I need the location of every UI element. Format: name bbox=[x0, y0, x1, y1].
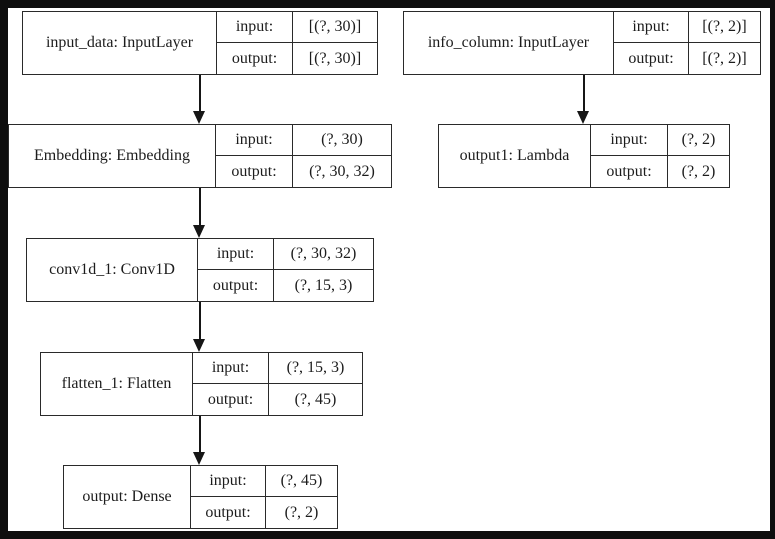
edge-arrowhead bbox=[193, 225, 205, 238]
io-value-input: (?, 15, 3) bbox=[269, 353, 362, 384]
io-value-output: [(?, 30)] bbox=[308, 49, 362, 67]
edge-line bbox=[198, 302, 201, 342]
edge-info-column-to-output1 bbox=[577, 75, 590, 124]
io-key-input: input: bbox=[591, 125, 668, 156]
layer-name: output1: Lambda bbox=[439, 125, 591, 187]
io-value-input: [(?, 30)] bbox=[293, 12, 377, 43]
io-value-input: (?, 2) bbox=[668, 125, 729, 156]
layer-name: output: Dense bbox=[64, 466, 191, 528]
layer-node-conv1d-1: conv1d_1: Conv1D input: (?, 30, 32) outp… bbox=[26, 238, 374, 302]
io-key-input: input: bbox=[216, 125, 293, 156]
edge-arrowhead bbox=[193, 452, 205, 465]
io-value-output: (?, 2) bbox=[284, 503, 319, 521]
io-value-input: (?, 30, 32) bbox=[274, 239, 373, 270]
layer-name: input_data: InputLayer bbox=[23, 12, 217, 74]
io-value-output: (?, 15, 3) bbox=[294, 276, 353, 294]
io-key-input: input: bbox=[217, 12, 293, 43]
edge-flatten-1-to-output bbox=[193, 416, 206, 465]
io-value-input: (?, 45) bbox=[266, 466, 337, 497]
layer-node-output1-lambda: output1: Lambda input: (?, 2) output: (?… bbox=[438, 124, 730, 188]
layer-name: Embedding: Embedding bbox=[9, 125, 216, 187]
edge-input-data-to-embedding bbox=[193, 75, 206, 124]
io-value-output: [(?, 2)] bbox=[702, 49, 747, 67]
io-key-output: output: bbox=[216, 156, 293, 187]
edge-conv1d-1-to-flatten-1 bbox=[193, 302, 206, 352]
layer-node-input-data: input_data: InputLayer input: [(?, 30)] … bbox=[22, 11, 378, 75]
edge-line bbox=[198, 75, 201, 114]
edge-arrowhead bbox=[193, 111, 205, 124]
layer-name: flatten_1: Flatten bbox=[41, 353, 193, 415]
io-value-input: (?, 30) bbox=[293, 125, 391, 156]
edge-line bbox=[198, 188, 201, 228]
layer-node-embedding: Embedding: Embedding input: (?, 30) outp… bbox=[8, 124, 392, 188]
io-value-output: (?, 45) bbox=[294, 390, 337, 408]
io-key-output: output: bbox=[191, 497, 266, 528]
layer-node-output-dense: output: Dense input: (?, 45) output: (?,… bbox=[63, 465, 338, 529]
layer-name: info_column: InputLayer bbox=[404, 12, 614, 74]
edge-embedding-to-conv1d-1 bbox=[193, 188, 206, 238]
io-key-output: output: bbox=[217, 43, 293, 74]
io-key-input: input: bbox=[614, 12, 689, 43]
io-key-input: input: bbox=[193, 353, 269, 384]
layer-node-info-column: info_column: InputLayer input: [(?, 2)] … bbox=[403, 11, 761, 75]
io-key-output: output: bbox=[193, 384, 269, 415]
io-key-input: input: bbox=[198, 239, 274, 270]
io-key-output: output: bbox=[591, 156, 668, 187]
edge-line bbox=[582, 75, 585, 114]
layer-node-flatten-1: flatten_1: Flatten input: (?, 15, 3) out… bbox=[40, 352, 363, 416]
edge-arrowhead bbox=[577, 111, 589, 124]
io-key-input: input: bbox=[191, 466, 266, 497]
edge-arrowhead bbox=[193, 339, 205, 352]
layer-name: conv1d_1: Conv1D bbox=[27, 239, 198, 301]
io-value-input: [(?, 2)] bbox=[689, 12, 760, 43]
io-key-output: output: bbox=[198, 270, 274, 301]
io-value-output: (?, 30, 32) bbox=[309, 162, 375, 180]
edge-line bbox=[198, 416, 201, 455]
io-key-output: output: bbox=[614, 43, 689, 74]
io-value-output: (?, 2) bbox=[681, 162, 716, 180]
